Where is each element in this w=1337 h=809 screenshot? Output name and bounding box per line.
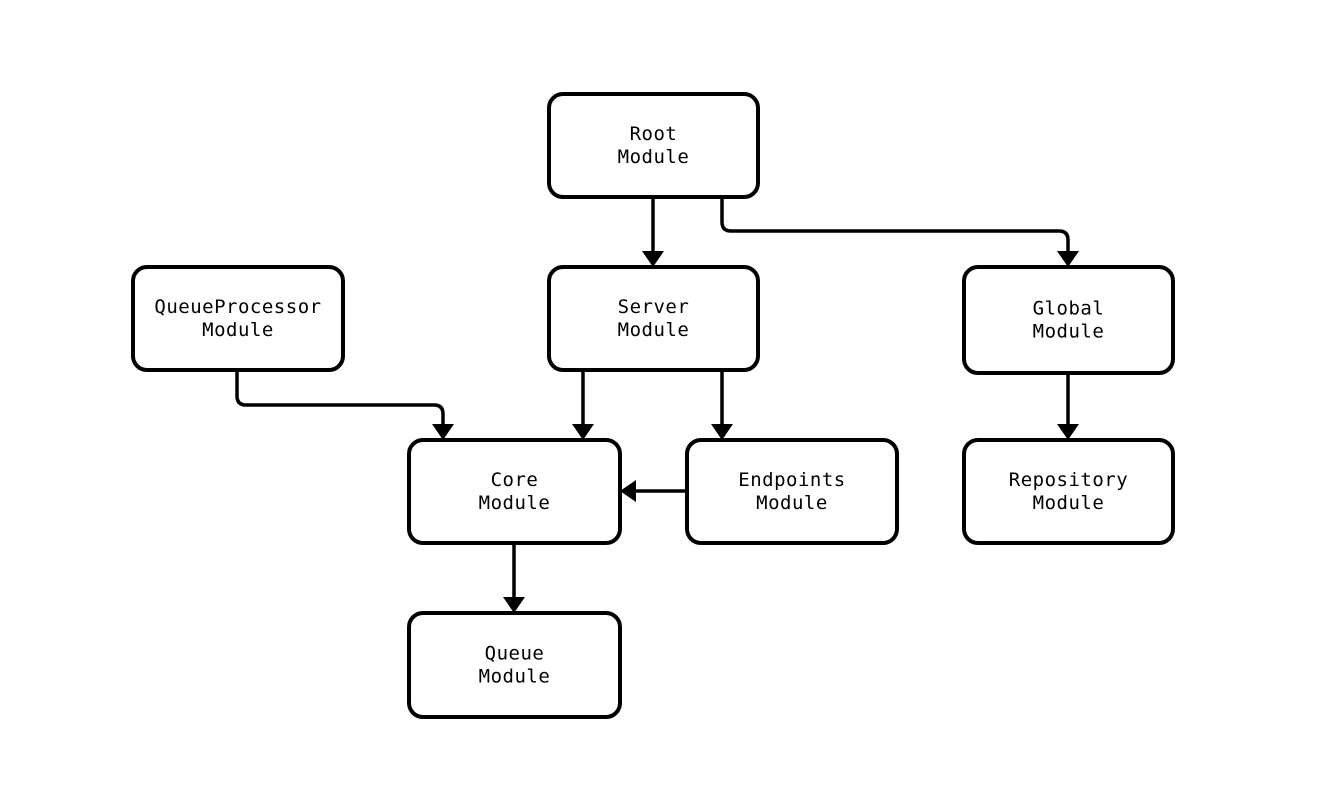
- node-label-line2: Module: [202, 319, 274, 341]
- edge-root-to-global: [720, 197, 1079, 267]
- edge-queueprocessor-to-core: [235, 370, 454, 440]
- edge-arrowhead: [711, 424, 733, 440]
- edge-server-to-endpoints: [711, 370, 733, 440]
- node-box[interactable]: [407, 438, 622, 545]
- edge-arrowhead: [1057, 251, 1079, 267]
- node-label-line2: Module: [618, 319, 690, 341]
- node-label-line2: Module: [479, 492, 551, 514]
- node-box[interactable]: [131, 265, 345, 372]
- edge-root-to-server: [642, 197, 664, 267]
- edge-line: [720, 197, 1070, 252]
- edge-server-to-core: [572, 370, 594, 440]
- edge-endpoints-to-core: [620, 480, 687, 502]
- edge-arrowhead: [572, 424, 594, 440]
- node-box[interactable]: [962, 438, 1175, 545]
- edge-core-to-queue: [503, 543, 525, 613]
- edge-arrowhead: [503, 597, 525, 613]
- node-label-line2: Module: [618, 146, 690, 168]
- node-label-line1: Core: [491, 469, 539, 491]
- node-box[interactable]: [547, 92, 760, 199]
- node-box[interactable]: [685, 438, 899, 545]
- edge-arrowhead: [642, 251, 664, 267]
- node-label-line1: QueueProcessor: [154, 296, 321, 318]
- node-box[interactable]: [547, 265, 760, 372]
- edge-line: [235, 370, 445, 425]
- edge-arrowhead: [432, 424, 454, 440]
- node-label-line1: Repository: [1009, 469, 1128, 491]
- node-box[interactable]: [962, 265, 1175, 375]
- node-label-line1: Endpoints: [738, 469, 845, 491]
- node-label-line2: Module: [1033, 321, 1105, 343]
- edge-arrowhead: [1057, 424, 1079, 440]
- node-label-line2: Module: [479, 666, 551, 688]
- node-label-line2: Module: [756, 492, 828, 514]
- node-label-line1: Global: [1033, 298, 1105, 320]
- node-label-line2: Module: [1033, 492, 1105, 514]
- node-label-line1: Queue: [485, 643, 545, 665]
- nodes-layer: RootModuleQueueProcessorModuleServerModu…: [131, 92, 1175, 719]
- edges-layer: [235, 197, 1079, 613]
- edge-global-to-repository: [1057, 373, 1079, 440]
- edge-arrowhead: [620, 480, 636, 502]
- node-box[interactable]: [407, 611, 622, 719]
- node-label-line1: Server: [618, 296, 690, 318]
- node-label-line1: Root: [630, 123, 678, 145]
